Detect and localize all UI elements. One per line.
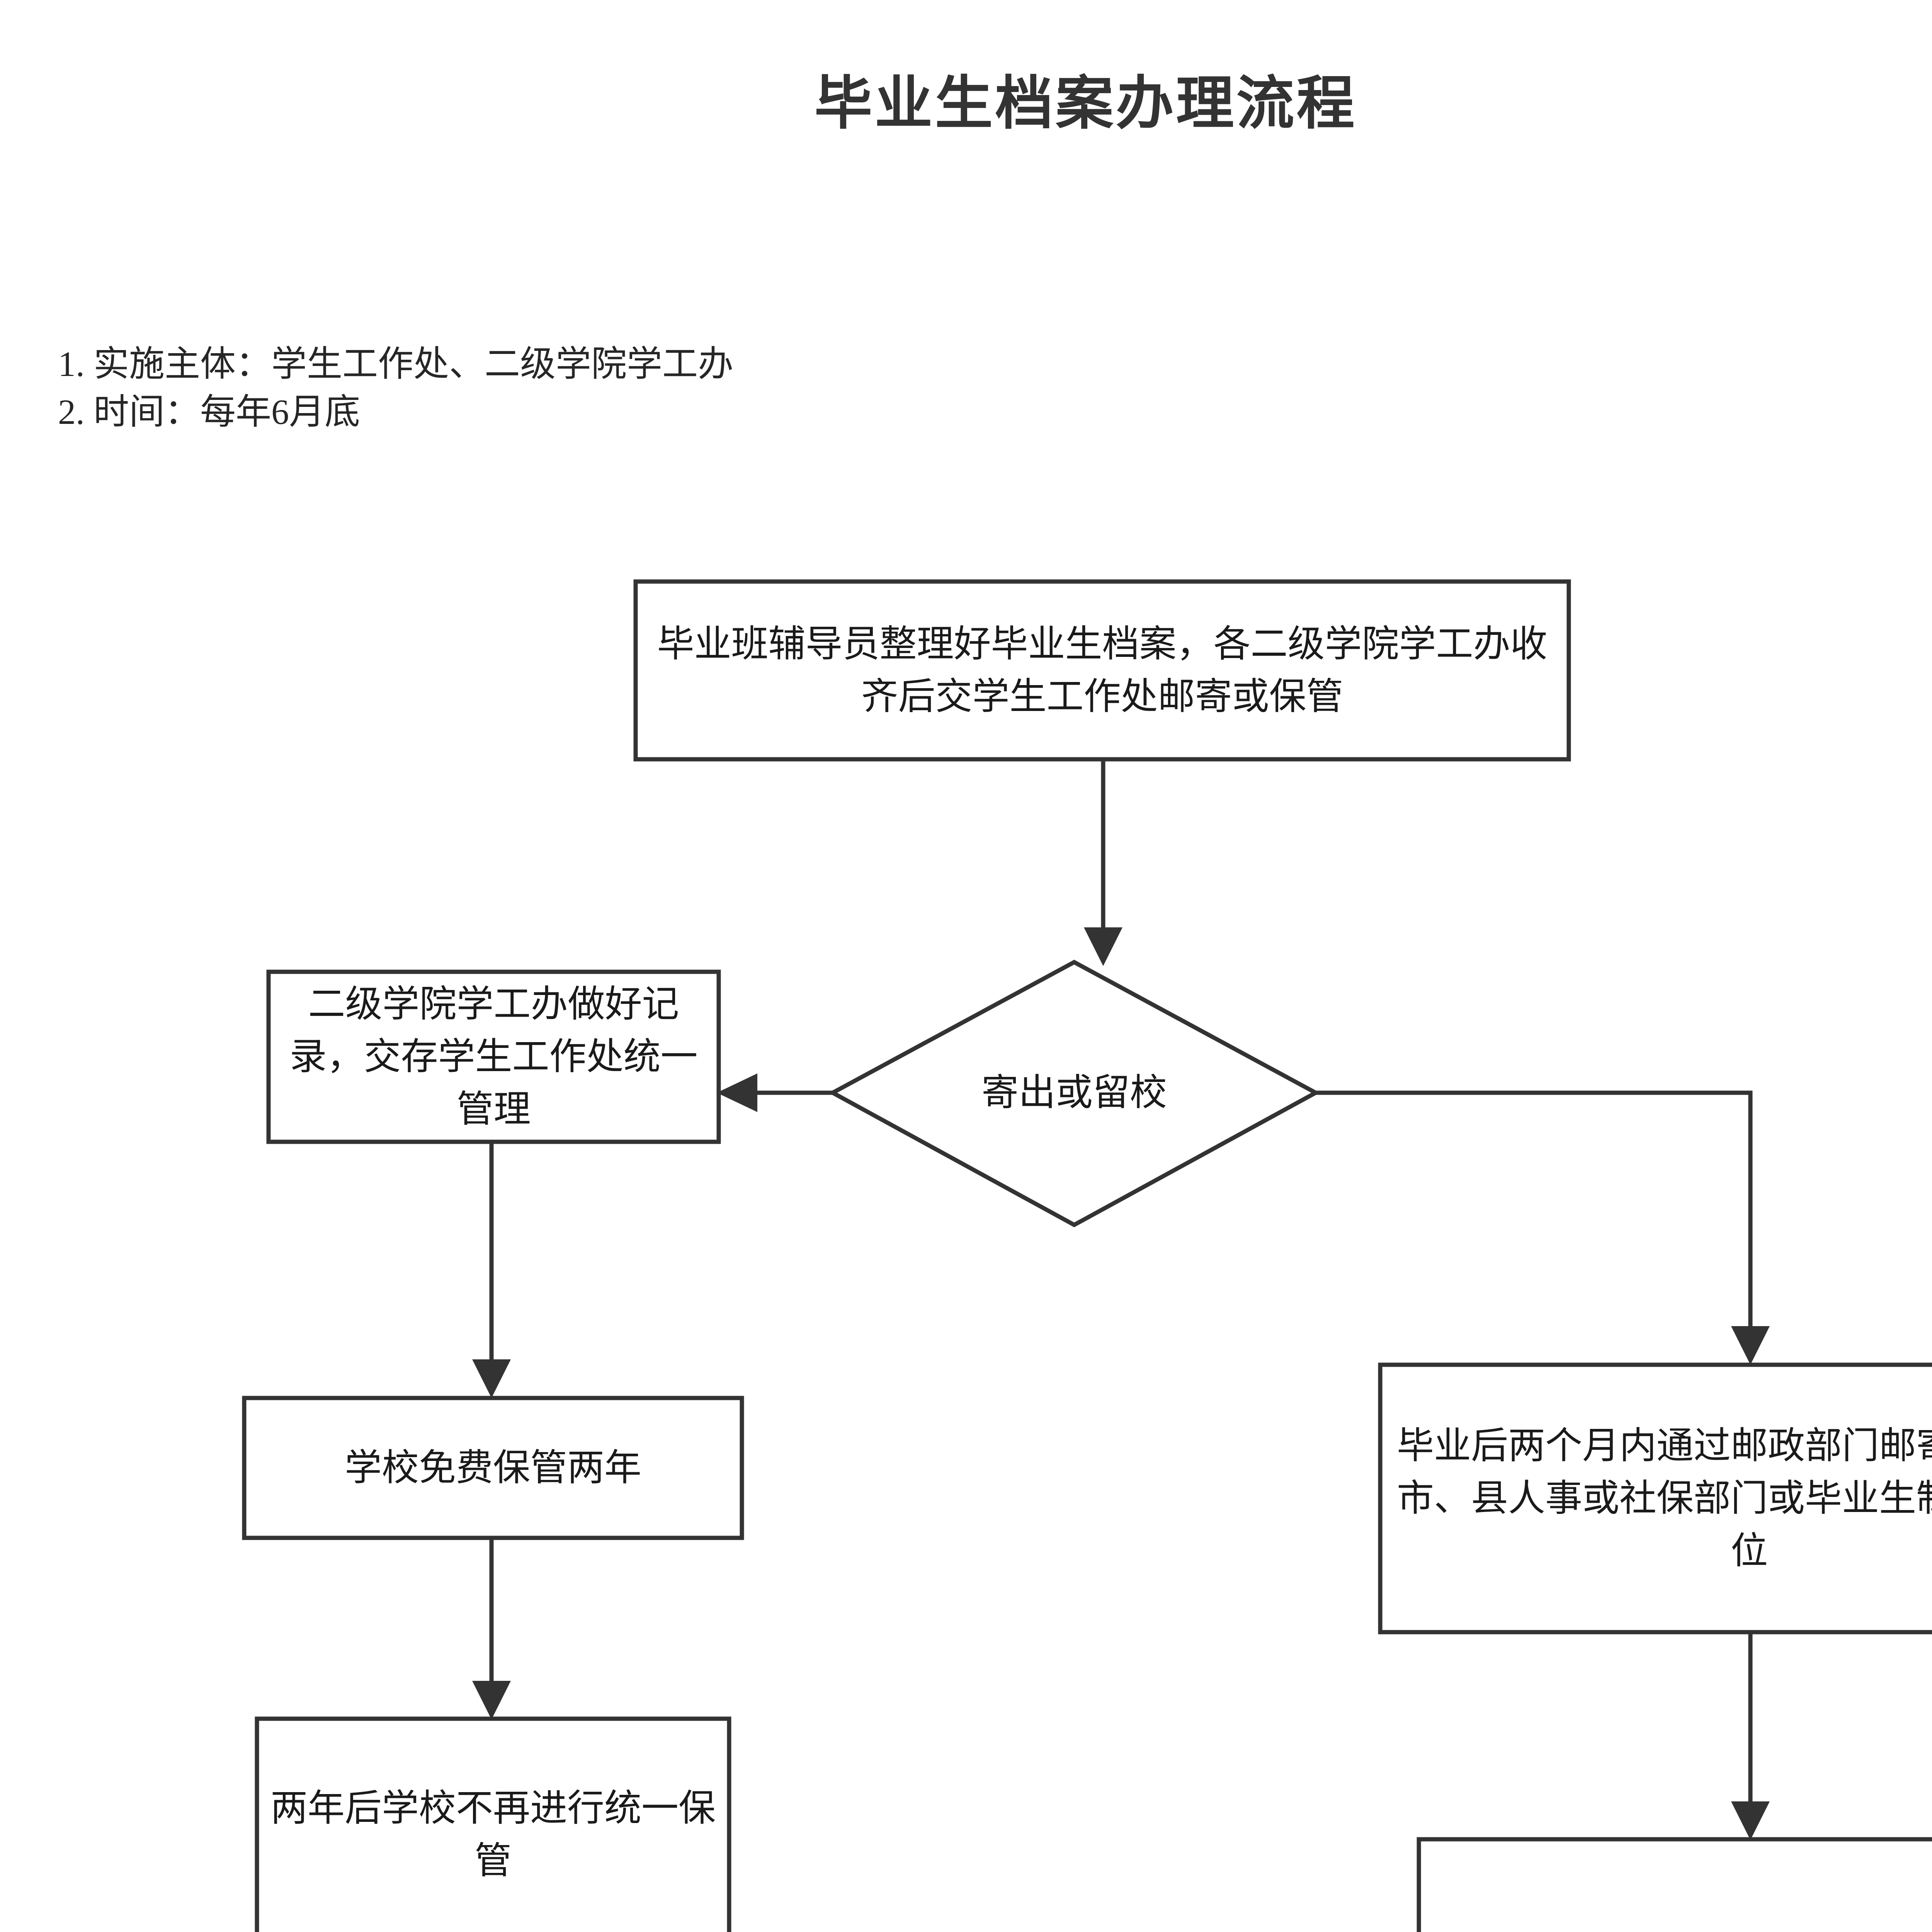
edge-decision-to-record-arrowhead	[717, 1073, 757, 1112]
note-line-2: 2. 时间：每年6月底	[58, 392, 361, 432]
node-after-two-years-shape[interactable]	[255, 1716, 731, 1932]
note-line-1: 1. 实施主体：学生工作处、二级学院学工办	[58, 344, 734, 384]
node-free-storage-shape[interactable]	[242, 1396, 744, 1540]
node-record-shape[interactable]	[266, 969, 721, 1144]
edge-mail-out-to-custody-arrowhead	[1731, 1801, 1770, 1840]
edge-free-storage-to-after-two-years-arrowhead	[472, 1681, 511, 1719]
edge-decision-to-mail-out-arrowhead	[1731, 1326, 1770, 1365]
node-custody-shape[interactable]	[1417, 1837, 1932, 1932]
node-decision-shape[interactable]	[828, 959, 1320, 1228]
node-start-shape[interactable]	[633, 579, 1571, 762]
edge-start-to-decision-arrowhead	[1084, 927, 1122, 966]
node-mail-out-shape[interactable]	[1378, 1362, 1932, 1634]
edge-record-to-free-storage-arrowhead	[472, 1359, 511, 1398]
edge-decision-to-mail-out	[1316, 1090, 1753, 1335]
page-title: 毕业生档案办理流程	[814, 70, 1357, 137]
notes-block: 1. 实施主体：学生工作处、二级学院学工办 2. 时间：每年6月底	[58, 340, 733, 436]
